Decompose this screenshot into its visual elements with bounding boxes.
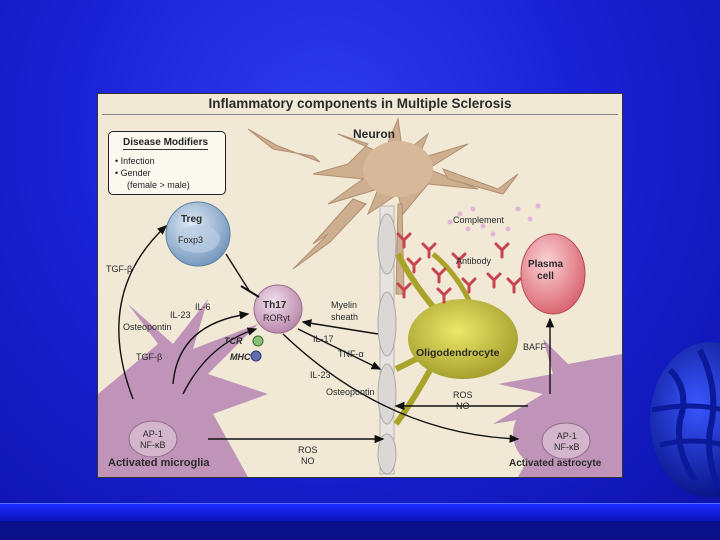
label-oligodendrocyte: Oligodendrocyte: [416, 347, 500, 359]
ms-inflammation-figure: Inflammatory components in Multiple Scle…: [97, 93, 623, 478]
label-tcr: TCR: [224, 336, 243, 346]
label-foxp3: Foxp3: [178, 235, 204, 245]
treg-cell: [165, 201, 231, 267]
label-plasma-cell: Plasma cell: [528, 259, 564, 282]
label-tgf-beta-left: TGF-β: [136, 352, 163, 362]
label-th17: Th17: [263, 300, 287, 311]
dm-item-gender: • Gender: [115, 168, 151, 178]
label-ros-no-right: ROS NO: [453, 390, 473, 411]
slide-bottom-strip: [0, 521, 720, 540]
plasma-cell: [520, 233, 586, 315]
label-neuron: Neuron: [353, 127, 395, 141]
label-osteopontin-mid: Osteopontin: [326, 387, 375, 397]
label-mhc: MHC: [230, 352, 251, 362]
label-osteopontin-left: Osteopontin: [123, 322, 172, 332]
th17-cell: [250, 284, 303, 362]
title-rule: [102, 114, 618, 115]
myelinated-axon: [377, 205, 397, 475]
antibody-group: [396, 232, 522, 304]
astrocyte-cell: [493, 339, 622, 477]
label-tnf-alpha: TNF-α: [338, 349, 364, 359]
dm-item-gender-note: (female > male): [127, 180, 190, 190]
label-ros-no-bottom: ROS NO: [298, 445, 318, 466]
disease-modifiers-box: Disease Modifiers • Infection • Gender (…: [108, 131, 226, 195]
disease-modifiers-title: Disease Modifiers: [123, 137, 209, 150]
label-il6: IL-6: [195, 302, 211, 312]
oligodendrocyte-cell: [393, 252, 518, 426]
label-complement: Complement: [453, 215, 505, 225]
slide-bottom-band: [0, 503, 720, 522]
diagram-canvas: [98, 117, 622, 477]
complement-dots: [447, 203, 541, 237]
label-myelin-sheath: Myelin sheath: [331, 300, 359, 322]
dm-item-infection: • Infection: [115, 156, 155, 166]
label-activated-astrocyte: Activated astrocyte: [509, 458, 602, 469]
label-rorgt: RORγt: [263, 313, 290, 323]
label-baff: BAFF: [523, 342, 547, 352]
label-tgf-beta-top: TGF-β: [106, 264, 133, 274]
label-activated-microglia: Activated microglia: [108, 457, 210, 469]
signal-arrows: [118, 225, 555, 444]
label-microglia-factors: AP-1 NF-κB: [140, 429, 166, 450]
label-il23-left: IL-23: [170, 310, 191, 320]
label-treg: Treg: [181, 214, 203, 225]
neuron-body: [363, 141, 433, 197]
label-il23-mid: IL-23: [310, 370, 331, 380]
label-antibody: Antibody: [456, 256, 492, 266]
label-il17: IL-17: [313, 334, 334, 344]
label-astrocyte-factors: AP-1 NF-κB: [554, 431, 580, 452]
globe-decoration: [650, 342, 720, 498]
figure-title: Inflammatory components in Multiple Scle…: [208, 96, 512, 111]
